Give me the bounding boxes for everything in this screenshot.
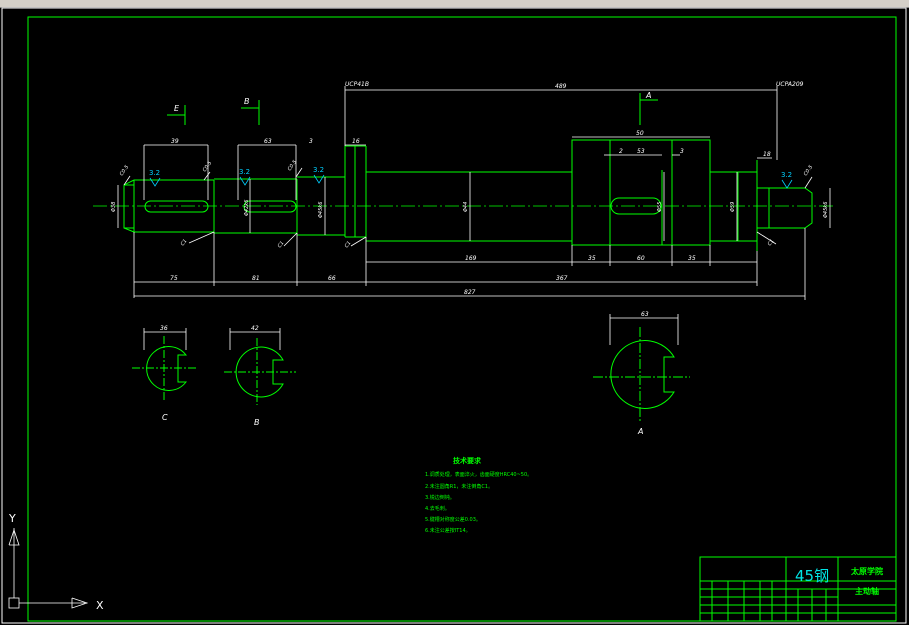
dim-keyway-a: 53 bbox=[637, 148, 645, 155]
dim-hub: 50 bbox=[636, 130, 644, 137]
section-view-a bbox=[593, 314, 690, 422]
roughness-symbols bbox=[149, 174, 793, 189]
school-name: 太原学院 bbox=[850, 566, 883, 576]
section-dim-b: 42 bbox=[251, 325, 259, 332]
chamfer-1: C0.5 bbox=[119, 164, 130, 177]
span-dim-label: 489 bbox=[555, 83, 567, 90]
dim-seg4: 169 bbox=[465, 255, 477, 262]
ucs-x-label: X bbox=[96, 599, 104, 612]
dim-keyway-c: 39 bbox=[171, 138, 179, 145]
dim-seg6: 60 bbox=[637, 255, 645, 262]
dim-gap-b: 3 bbox=[309, 138, 313, 145]
dim-seg7: 35 bbox=[688, 255, 696, 262]
ucs-icon: Y X bbox=[8, 512, 104, 612]
diameter-end-left: Φ38 bbox=[111, 202, 117, 212]
chamfer-2: C0.5 bbox=[202, 160, 213, 173]
roughness-3: 3.2 bbox=[313, 166, 324, 174]
diameter-body: Φ44 bbox=[463, 202, 469, 212]
section-view-c bbox=[132, 328, 198, 400]
inner-border bbox=[27, 16, 897, 622]
roughness-1: 3.2 bbox=[149, 169, 160, 177]
dim-seg2: 81 bbox=[252, 275, 260, 282]
chamfer-7: C1 bbox=[344, 240, 353, 249]
diameter-right-collar: Φ59 bbox=[730, 202, 736, 212]
roughness-2: 3.2 bbox=[239, 168, 250, 176]
tech-req-item-2: 2.未注圆角R1，未注倒角C1。 bbox=[425, 483, 493, 490]
tech-req-item-3: 3.锐边倒钝。 bbox=[425, 494, 455, 501]
section-mark-a: A bbox=[645, 91, 651, 100]
section-cut-marks bbox=[167, 93, 658, 125]
ucs-y-label: Y bbox=[8, 512, 16, 525]
dim-total: 827 bbox=[464, 289, 476, 296]
outer-frame bbox=[1, 7, 907, 624]
bearing-right-label: UCPA209 bbox=[776, 81, 804, 88]
tech-req-item-4: 4.去毛刺。 bbox=[425, 505, 450, 512]
part-name: 主动轴 bbox=[855, 586, 879, 596]
dim-seg8: 367 bbox=[556, 275, 568, 282]
chamfer-5: C1 bbox=[180, 238, 189, 247]
diameter-b: Φ42k6 bbox=[244, 200, 250, 216]
diameter-journal-right: Φ45k6 bbox=[823, 202, 829, 218]
dim-shoulder: 16 bbox=[352, 138, 360, 145]
tech-req-item-5: 5.键槽对称度公差0.03。 bbox=[425, 516, 481, 523]
section-dim-c: 36 bbox=[160, 325, 168, 332]
section-dim-a: 63 bbox=[641, 311, 649, 318]
section-label-b: B bbox=[254, 418, 260, 427]
section-mark-e: E bbox=[174, 104, 180, 113]
chamfer-8: C1 bbox=[767, 238, 776, 247]
diameter-journal-left: Φ45k6 bbox=[318, 202, 324, 218]
title-block: 45钢 太原学院 主动轴 bbox=[699, 556, 897, 622]
dim-seg5: 35 bbox=[588, 255, 596, 262]
dim-shoulder-r: 18 bbox=[763, 151, 771, 158]
section-label-a: A bbox=[637, 427, 643, 436]
tech-req-title: 技术要求 bbox=[453, 456, 482, 465]
tech-req-item-6: 6.未注公差按IT14。 bbox=[425, 527, 471, 534]
material-label: 45钢 bbox=[795, 567, 829, 585]
chamfer-leaders bbox=[123, 167, 813, 247]
chamfer-6: C1 bbox=[277, 240, 286, 249]
section-label-c: C bbox=[162, 413, 168, 422]
dimension-lines bbox=[117, 86, 831, 300]
dim-seg3: 66 bbox=[328, 275, 336, 282]
dim-keyway-b: 63 bbox=[264, 138, 272, 145]
diameter-a-seat: Φ55 bbox=[657, 202, 663, 212]
section-view-b bbox=[224, 328, 296, 405]
section-mark-b: B bbox=[244, 97, 250, 106]
shaft-main-view bbox=[123, 139, 813, 251]
tech-req-item-1: 1.调质处理，表面淬火，齿面硬度HRC40~50。 bbox=[425, 471, 532, 478]
drawing-text: UCP41B UCPA209 489 E B A 39 63 3 16 50 2… bbox=[111, 81, 829, 436]
chamfer-4: C0.5 bbox=[803, 164, 814, 177]
dim-seg1: 75 bbox=[170, 275, 178, 282]
dim-gap-a1: 2 bbox=[619, 148, 623, 155]
technical-requirements: 技术要求 1.调质处理，表面淬火，齿面硬度HRC40~50。 2.未注圆角R1，… bbox=[425, 456, 532, 534]
roughness-4: 3.2 bbox=[781, 171, 792, 179]
chamfer-3: C0.5 bbox=[287, 159, 298, 172]
dim-gap-a2: 3 bbox=[680, 148, 684, 155]
bearing-left-label: UCP41B bbox=[345, 81, 369, 88]
